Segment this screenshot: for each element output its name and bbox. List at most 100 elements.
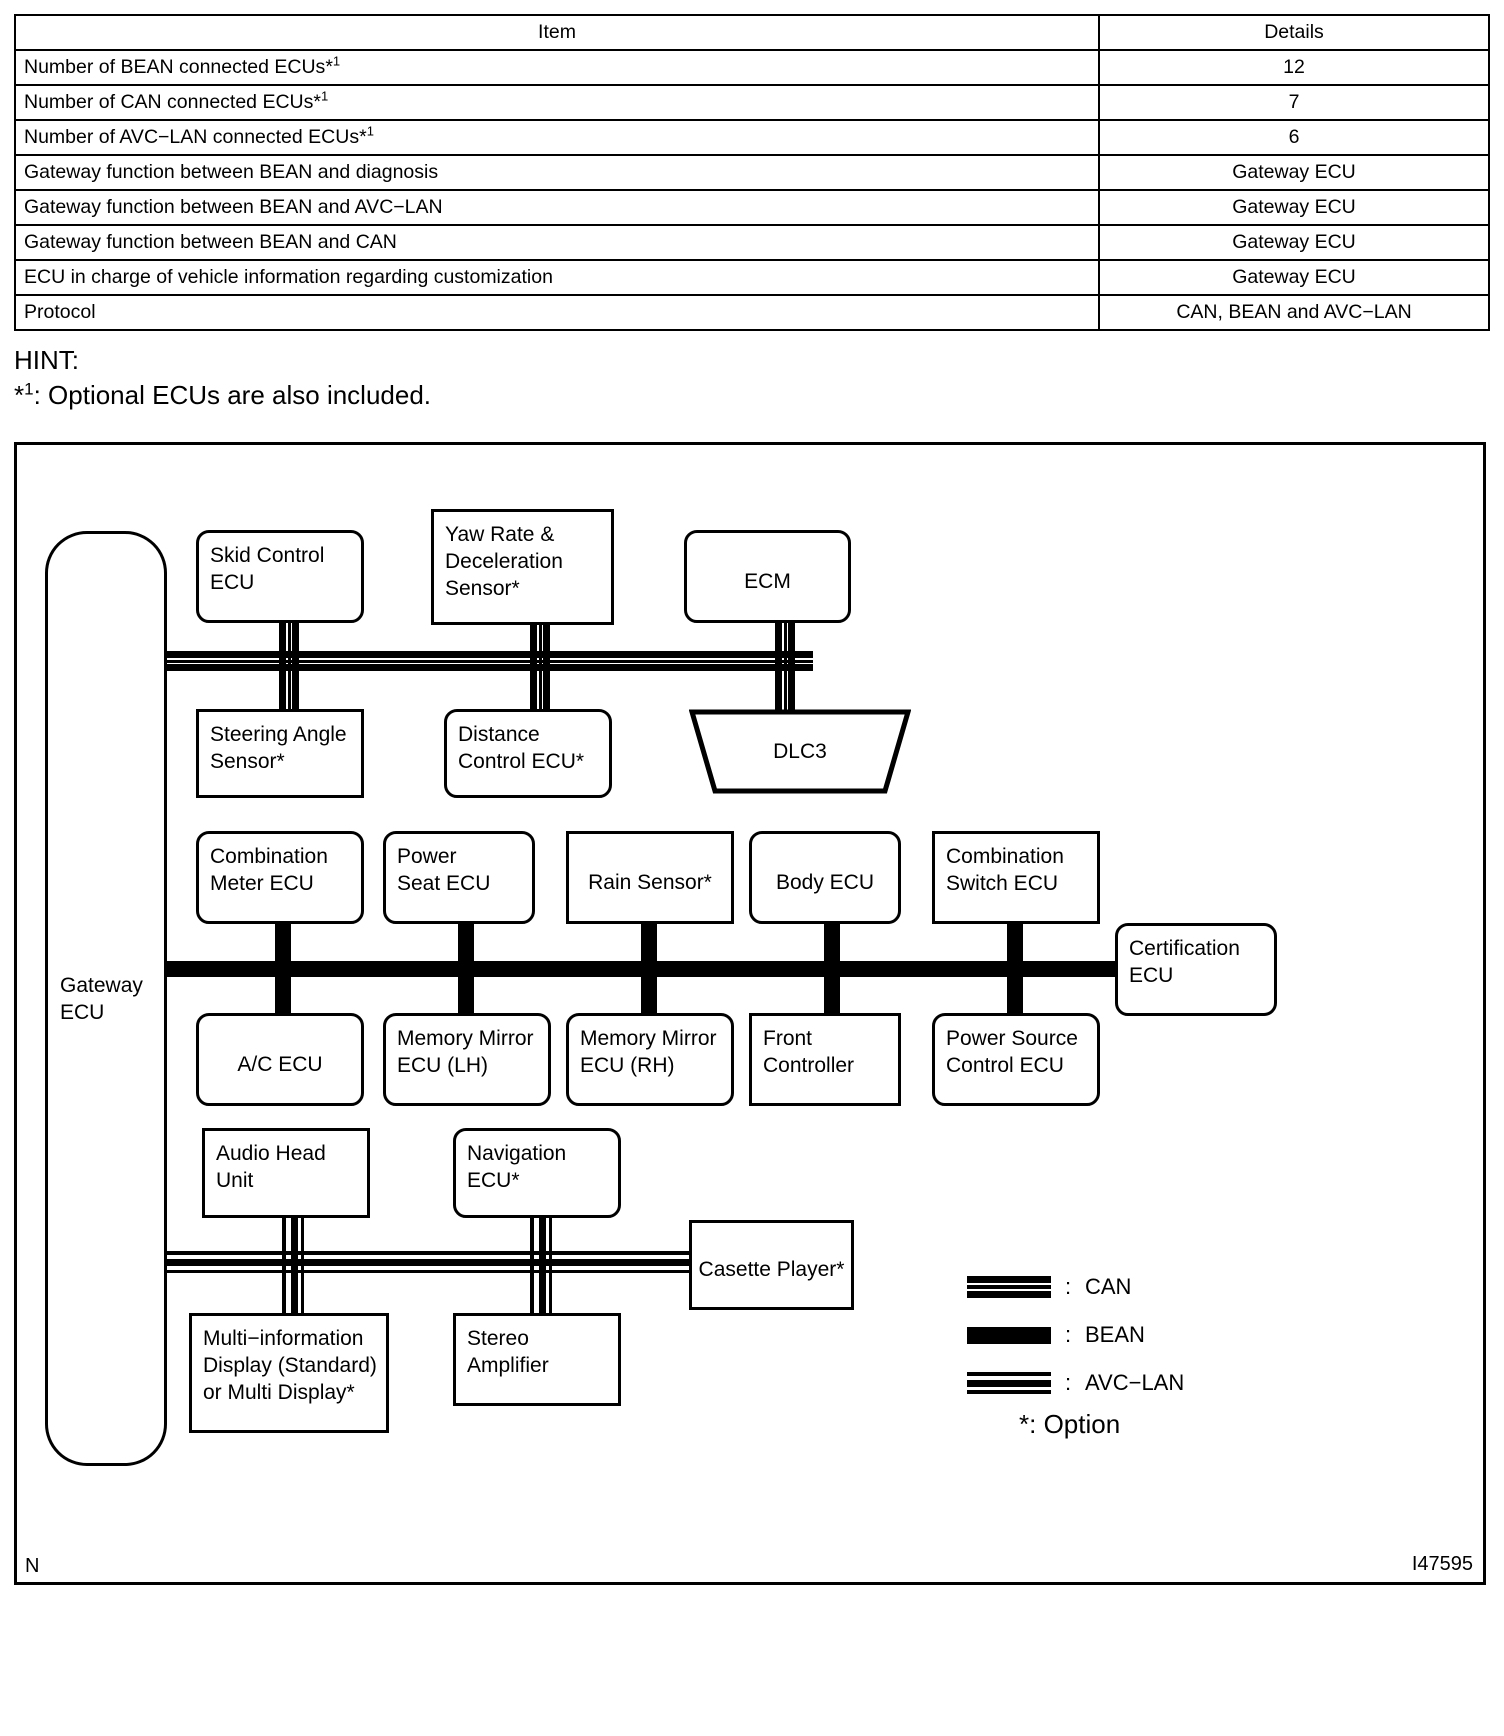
node-multi-information-display[interactable]: Multi−information Display (Standard) or … [189, 1313, 389, 1433]
node-multi-information-display-label: Multi−information Display (Standard) or … [203, 1327, 377, 1404]
node-ecm[interactable]: ECM [684, 530, 851, 623]
table-cell-detail: Gateway ECU [1098, 154, 1490, 191]
bean-stub-memory-mirror-rh [641, 971, 657, 1015]
node-gateway-ecu-label: Gateway ECU [60, 973, 143, 1024]
node-combination-switch-ecu-label: Combination Switch ECU [946, 845, 1064, 895]
can-stub-yaw-rate [530, 621, 550, 663]
bean-stub-combination-switch [1007, 923, 1023, 967]
bean-line-swatch-icon [967, 1324, 1051, 1346]
node-skid-control-ecu[interactable]: Skid Control ECU [196, 530, 364, 623]
table-cell-detail: CAN, BEAN and AVC−LAN [1098, 294, 1490, 331]
node-memory-mirror-ecu-lh[interactable]: Memory Mirror ECU (LH) [383, 1013, 551, 1106]
node-casette-player-label: Casette Player* [698, 1258, 845, 1281]
bean-stub-memory-mirror-lh [458, 971, 474, 1015]
corner-mark: N [25, 1555, 40, 1577]
node-dlc3-label: DLC3 [773, 739, 827, 763]
node-power-seat-ecu-label: Power Seat ECU [397, 845, 491, 895]
node-navigation-ecu-label: Navigation ECU* [467, 1142, 567, 1192]
footnote-marker: 1 [332, 53, 341, 69]
table-cell-item: Gateway function between BEAN and AVC−LA… [14, 189, 1100, 226]
node-rain-sensor-label: Rain Sensor* [588, 870, 712, 894]
node-stereo-amplifier[interactable]: Stereo Amplifier [453, 1313, 621, 1406]
node-dlc3[interactable]: DLC3 [689, 709, 911, 794]
table-cell-detail: 6 [1098, 119, 1490, 156]
node-yaw-rate-sensor[interactable]: Yaw Rate & Deceleration Sensor* [431, 509, 614, 625]
bean-stub-combination-meter [275, 923, 291, 967]
node-stereo-amplifier-label: Stereo Amplifier [467, 1327, 549, 1377]
node-combination-meter-ecu-label: Combination Meter ECU [210, 845, 328, 895]
node-ac-ecu-label: A/C ECU [237, 1052, 323, 1076]
table-cell-item: Number of AVC−LAN connected ECUs*1 [14, 119, 1100, 156]
figure-id: I47595 [1411, 1553, 1473, 1575]
node-navigation-ecu[interactable]: Navigation ECU* [453, 1128, 621, 1218]
avclan-stub-multi-info-display [282, 1263, 304, 1315]
node-certification-ecu[interactable]: Certification ECU [1115, 923, 1277, 1016]
node-certification-ecu-label: Certification ECU [1129, 937, 1240, 987]
table-cell-item: Gateway function between BEAN and diagno… [14, 154, 1100, 191]
table-cell-item: Protocol [14, 294, 1100, 331]
can-stub-dlc3 [775, 659, 795, 711]
legend-label-bean: BEAN [1085, 1322, 1145, 1347]
footnote-marker: 1 [366, 123, 374, 139]
node-audio-head-unit[interactable]: Audio Head Unit [202, 1128, 370, 1218]
avclan-stub-navigation [530, 1217, 552, 1259]
node-memory-mirror-ecu-rh[interactable]: Memory Mirror ECU (RH) [566, 1013, 734, 1106]
node-combination-switch-ecu[interactable]: Combination Switch ECU [932, 831, 1100, 924]
legend-label-avclan: AVC−LAN [1085, 1370, 1185, 1395]
avclan-line-swatch-icon [967, 1372, 1051, 1394]
legend-colon: : [1064, 1322, 1072, 1347]
table-cell-item: ECU in charge of vehicle information reg… [14, 259, 1100, 296]
legend-colon: : [1064, 1370, 1072, 1395]
node-skid-control-ecu-label: Skid Control ECU [210, 544, 325, 594]
legend-item-avclan: : AVC−LAN [967, 1359, 1367, 1407]
bean-stub-rain-sensor [641, 923, 657, 967]
legend: : CAN : BEAN : AVC−LAN *: Option [967, 1263, 1367, 1440]
avclan-bus-horizontal [153, 1251, 713, 1273]
table-row: Gateway function between BEAN and diagno… [14, 154, 1490, 191]
table-cell-detail: 12 [1098, 49, 1490, 86]
hint-block: HINT: *1: Optional ECUs are also include… [14, 345, 814, 412]
node-front-controller[interactable]: Front Controller [749, 1013, 901, 1106]
legend-item-can: : CAN [967, 1263, 1367, 1311]
node-memory-mirror-ecu-lh-label: Memory Mirror ECU (LH) [397, 1027, 534, 1077]
node-body-ecu[interactable]: Body ECU [749, 831, 901, 924]
node-steering-angle-sensor[interactable]: Steering Angle Sensor* [196, 709, 364, 798]
node-power-source-control-ecu[interactable]: Power Source Control ECU [932, 1013, 1100, 1106]
legend-item-bean: : BEAN [967, 1311, 1367, 1359]
table-cell-item: Number of BEAN connected ECUs*1 [14, 49, 1100, 86]
node-distance-control-ecu[interactable]: Distance Control ECU* [444, 709, 612, 798]
node-front-controller-label: Front Controller [763, 1027, 855, 1077]
footnote-marker: 1 [320, 88, 329, 104]
column-header-details: Details [1098, 14, 1490, 51]
can-stub-steering-angle [279, 659, 299, 711]
node-ecm-label: ECM [744, 569, 791, 593]
node-audio-head-unit-label: Audio Head Unit [216, 1142, 326, 1192]
table-cell-item: Gateway function between BEAN and CAN [14, 224, 1100, 261]
node-body-ecu-label: Body ECU [775, 870, 875, 894]
bean-stub-ac-ecu [275, 971, 291, 1015]
bean-stub-power-source-control [1007, 971, 1023, 1015]
table-cell-detail: Gateway ECU [1098, 189, 1490, 226]
table-row: ECU in charge of vehicle information reg… [14, 259, 1490, 296]
node-yaw-rate-sensor-label: Yaw Rate & Deceleration Sensor* [445, 523, 563, 600]
node-power-source-control-ecu-label: Power Source Control ECU [946, 1027, 1078, 1077]
node-rain-sensor[interactable]: Rain Sensor* [566, 831, 734, 924]
node-distance-control-ecu-label: Distance Control ECU* [458, 723, 585, 773]
dlc3-trapezoid-shape [689, 709, 911, 794]
table-cell-detail: 7 [1098, 84, 1490, 121]
node-ac-ecu[interactable]: A/C ECU [196, 1013, 364, 1106]
table-header-row: Item Details [14, 14, 1490, 51]
table-cell-detail: Gateway ECU [1098, 224, 1490, 261]
node-power-seat-ecu[interactable]: Power Seat ECU [383, 831, 535, 924]
can-stub-ecm [775, 621, 795, 663]
node-combination-meter-ecu[interactable]: Combination Meter ECU [196, 831, 364, 924]
bean-stub-body-ecu [824, 923, 840, 967]
table-row: Gateway function between BEAN and AVC−LA… [14, 189, 1490, 226]
avclan-stub-audio-head-unit [282, 1217, 304, 1259]
node-casette-player[interactable]: Casette Player* [689, 1220, 854, 1310]
node-gateway-ecu[interactable]: Gateway ECU [45, 531, 167, 1466]
